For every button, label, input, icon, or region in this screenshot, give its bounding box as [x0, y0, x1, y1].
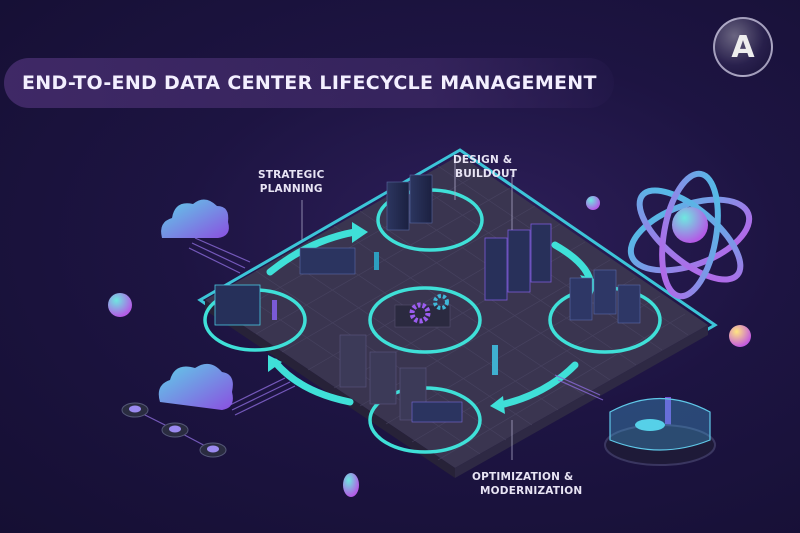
stage-label-line: OPTIMIZATION &: [472, 471, 574, 483]
stage-label-line: BUILDOUT: [455, 168, 518, 180]
stage-label-line: MODERNIZATION: [480, 485, 583, 497]
cycle-arrows: [266, 228, 594, 409]
logo-letter: A: [731, 29, 755, 65]
callout-lines: [301, 163, 513, 460]
technician-figures: [272, 252, 671, 427]
stage-label-strategic-planning: STRATEGIC PLANNING: [258, 168, 325, 196]
stage-label-line: PLANNING: [259, 183, 323, 195]
cloud-icon: [158, 199, 233, 410]
atom-nucleus: [672, 207, 708, 243]
page-title: END-TO-END DATA CENTER LIFECYCLE MANAGEM…: [22, 72, 597, 94]
atom-icon: [627, 170, 753, 300]
bubble-logo-icon: A: [713, 17, 773, 77]
title-banner: END-TO-END DATA CENTER LIFECYCLE MANAGEM…: [4, 58, 614, 108]
stage-label-design-buildout: DESIGN & BUILDOUT: [453, 153, 517, 181]
server-racks: [214, 174, 641, 423]
stage-label-optimization-modernization: OPTIMIZATION & MODERNIZATION: [472, 470, 582, 498]
network-nodes: [121, 402, 227, 458]
gear-icon: [409, 294, 449, 324]
floating-orbs: [108, 196, 751, 497]
holographic-control-room: [604, 398, 716, 466]
stage-label-line: STRATEGIC: [258, 169, 325, 181]
stage-label-line: DESIGN &: [453, 154, 513, 166]
